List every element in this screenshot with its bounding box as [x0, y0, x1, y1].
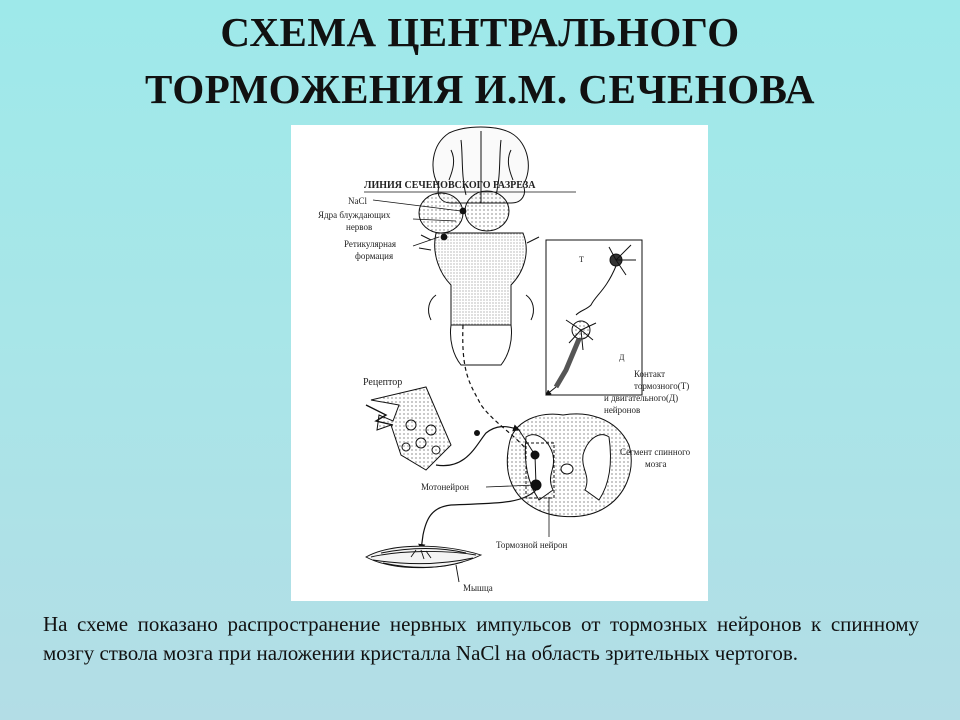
label-muscle: Мышца: [463, 583, 493, 593]
receptor-skin: [365, 386, 452, 471]
spinal-ganglion: [474, 430, 480, 436]
slide-title: СХЕМА ЦЕНТРАЛЬНОГО ТОРМОЖЕНИЯ И.М. СЕЧЕН…: [0, 4, 960, 118]
label-d-mark: Д: [619, 353, 625, 362]
label-cut-line: ЛИНИЯ СЕЧЕНОВСКОГО РАЗРЕЗА: [364, 180, 536, 191]
title-line-1: СХЕМА ЦЕНТРАЛЬНОГО: [220, 9, 740, 55]
spinal-segment: [506, 413, 632, 518]
label-contact-3: и двигательного(Д): [604, 393, 678, 403]
brain-illustration: [418, 126, 540, 366]
efferent-fiber: [418, 489, 537, 552]
brain-pointer-lines: [372, 199, 467, 247]
label-receptor: Рецептор: [363, 377, 402, 388]
label-segment-1: Сегмент спинного: [620, 447, 691, 457]
label-motoneuron: Мотонейрон: [421, 482, 469, 492]
label-t-mark: Т: [579, 255, 584, 264]
label-vagus-1: Ядра блуждающих: [318, 210, 391, 220]
slide-caption: На схеме показано распространение нервны…: [43, 612, 919, 665]
afferent-fiber: [435, 424, 521, 467]
motoneuron-pointer: [485, 484, 536, 488]
label-reticular-2: формация: [355, 251, 393, 261]
inset-neuron-box: [545, 239, 643, 396]
label-inhibitory-neuron: Тормозной нейрон: [496, 540, 567, 550]
label-reticular-1: Ретикулярная: [344, 239, 396, 249]
label-vagus-2: нервов: [346, 222, 372, 232]
title-line-2: ТОРМОЖЕНИЯ И.М. СЕЧЕНОВА: [145, 66, 815, 112]
sechenov-diagram: ЛИНИЯ СЕЧЕНОВСКОГО РАЗРЕЗА NaCl Ядра блу…: [291, 125, 708, 601]
muscle-illustration: [365, 545, 483, 583]
label-segment-2: мозга: [645, 459, 666, 469]
label-contact-4: нейронов: [604, 405, 640, 415]
label-contact-1: Контакт: [634, 369, 665, 379]
diagram-drawing: ЛИНИЯ СЕЧЕНОВСКОГО РАЗРЕЗА NaCl Ядра блу…: [318, 126, 691, 593]
label-contact-2: тормозного(Т): [634, 381, 689, 391]
label-nacl: NaCl: [348, 196, 367, 206]
